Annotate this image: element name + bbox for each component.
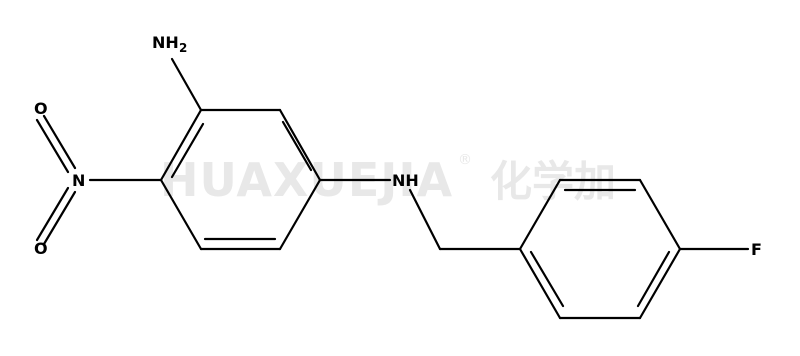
watermark-registered-mark: ® [458, 152, 472, 168]
ring-double-bond [170, 122, 205, 179]
nitroaniline-ring [159, 108, 322, 251]
nitro-double-bond-bottom [42, 190, 77, 246]
nitro-double-bond-bottom [35, 186, 70, 242]
nitro-double-bond-top [42, 114, 77, 170]
ring-bond [278, 178, 322, 251]
ring-bond [638, 247, 682, 320]
ring-bond [518, 178, 562, 251]
ring-double-bond [529, 250, 565, 308]
watermark-chinese-text: 化学加 [490, 157, 616, 206]
ring-bond [638, 178, 682, 251]
ring-double-bond [281, 120, 313, 172]
amine-subscript: 2 [179, 41, 187, 55]
fluorophenyl-ring [518, 178, 682, 320]
ring-bond [518, 247, 562, 320]
ring-bond [159, 108, 203, 182]
amine-label: NH [152, 33, 179, 52]
ring-bond [159, 178, 203, 251]
nitro-o-top-label: O [34, 99, 48, 118]
bridge-nh-bond [408, 188, 442, 251]
nitro-n-label: N [72, 171, 85, 190]
fluorine-label: F [751, 240, 762, 259]
nitro-double-bond-top [35, 118, 70, 174]
amine-bond [170, 57, 203, 112]
nitro-o-bottom-label: O [34, 239, 48, 258]
ring-bond [278, 108, 322, 182]
ring-double-bond [636, 250, 671, 308]
bridge-nh-label: NH [392, 171, 419, 190]
